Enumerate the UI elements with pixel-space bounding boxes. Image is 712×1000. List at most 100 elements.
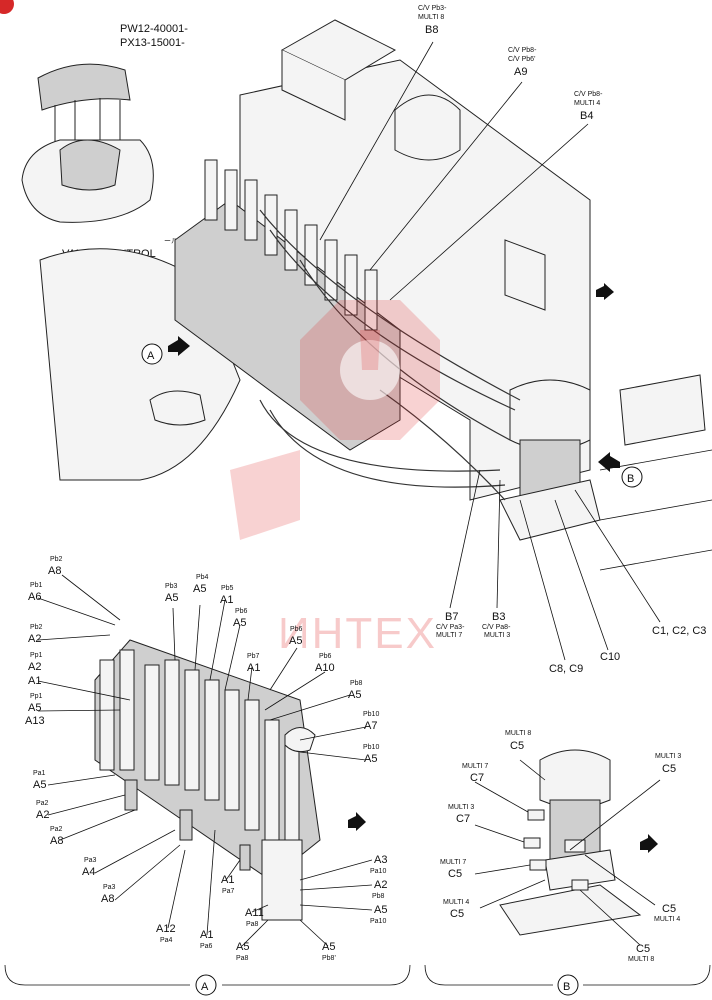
view-a-label-pb2-a8: Pb2 A8 (48, 556, 63, 577)
view-b-marker (621, 466, 643, 488)
page-corner-mark (0, 0, 14, 14)
svg-text:MULTI 8: MULTI 8 (505, 730, 531, 737)
svg-text:A: A (147, 350, 155, 362)
callout-b4: C/V Pb8- MULTI 4 B4 (574, 91, 603, 122)
view-b-label-multi3-c7: MULTI 3 C7 (448, 804, 474, 825)
svg-text:A2: A2 (28, 661, 41, 673)
svg-text:A9: A9 (514, 66, 527, 78)
svg-text:C/V Pb3-: C/V Pb3- (418, 5, 447, 12)
svg-text:C7: C7 (456, 813, 470, 825)
svg-text:A12: A12 (156, 923, 176, 935)
svg-text:Pb8': Pb8' (322, 955, 336, 962)
svg-text:C/V Pb6': C/V Pb6' (508, 56, 535, 63)
view-a-label-pb6-a5-right: Pb6 A5 (289, 626, 303, 647)
view-b-multi-valve-detail (499, 749, 642, 936)
svg-text:C5: C5 (510, 740, 524, 752)
svg-text:C/V Pb8-: C/V Pb8- (508, 47, 537, 54)
callout-c1-c2-c3: C1, C2, C3 (652, 625, 706, 637)
svg-text:A8: A8 (101, 893, 114, 905)
view-a-valve-detail (94, 639, 321, 921)
svg-text:Pb8: Pb8 (372, 893, 385, 900)
svg-text:A5: A5 (374, 904, 387, 916)
svg-text:MULTI 4: MULTI 4 (654, 916, 680, 923)
svg-text:Pp1: Pp1 (30, 693, 43, 700)
callout-b8: C/V Pb3- MULTI 8 B8 (418, 5, 447, 36)
view-a-label-pa3-a4: Pa3 A4 (82, 857, 97, 878)
svg-text:Pb4: Pb4 (196, 574, 209, 581)
svg-text:A2: A2 (36, 809, 49, 821)
serial-line-2: PX13-15001- (120, 37, 185, 49)
view-b-label-multi3-c5: MULTI 3 C5 (655, 753, 681, 775)
view-a-label-pb6-a5: Pb6 A5 (233, 608, 248, 629)
main-leaders (319, 41, 661, 661)
svg-text:A2: A2 (374, 879, 387, 891)
svg-text:Pb6: Pb6 (290, 626, 303, 633)
view-a-label-pb8-a2: A2 Pb8 (372, 879, 387, 900)
svg-text:B: B (627, 473, 634, 485)
svg-text:Pb7: Pb7 (247, 653, 260, 660)
svg-text:Pb2: Pb2 (50, 556, 63, 563)
view-a-label-pa10-a3: A3 Pa10 (370, 854, 387, 875)
svg-text:A5: A5 (233, 617, 246, 629)
svg-text:Pa2: Pa2 (36, 800, 49, 807)
view-b-direction-arrow-icon (640, 834, 658, 853)
svg-text:Pa3: Pa3 (84, 857, 97, 864)
svg-text:A5: A5 (28, 702, 41, 714)
svg-text:A: A (201, 981, 209, 993)
svg-text:C5: C5 (448, 868, 462, 880)
svg-text:Pb3: Pb3 (165, 583, 178, 590)
svg-text:Pa2: Pa2 (50, 826, 63, 833)
view-b-label-multi4-c5-left: MULTI 4 C5 (443, 899, 469, 920)
svg-text:MULTI 7: MULTI 7 (436, 632, 462, 639)
view-a-label-pp1-a5: Pp1 A5 A13 (25, 693, 45, 727)
svg-text:B4: B4 (580, 110, 593, 122)
view-a-label-pb5-a1: Pb5 A1 (220, 585, 234, 606)
view-b-arrow-icon (598, 452, 620, 472)
callout-c10: C10 (600, 651, 620, 663)
svg-text:A1: A1 (220, 594, 233, 606)
svg-text:A5: A5 (364, 753, 377, 765)
view-a-leaders (37, 574, 373, 947)
view-b-label-multi7-c5: MULTI 7 C5 (440, 859, 466, 880)
svg-text:C5: C5 (636, 943, 650, 955)
svg-text:Pa8: Pa8 (236, 955, 249, 962)
view-b-label-multi4-c5-right: C5 MULTI 4 (654, 903, 680, 923)
svg-text:Pb8: Pb8 (350, 680, 363, 687)
view-a-label-pb10-a7: Pb10 A7 (363, 711, 379, 732)
view-a-label-pb6-a10: Pb6 A10 (315, 653, 335, 674)
watermark-text: ИНТЕХ (278, 609, 437, 658)
svg-text:C7: C7 (470, 772, 484, 784)
view-a-arrow-icon (168, 336, 190, 356)
svg-text:C5: C5 (662, 903, 676, 915)
svg-text:Pb6: Pb6 (235, 608, 248, 615)
view-a-label-pa2-a8: Pa2 A8 (50, 826, 63, 847)
view-b-label-multi8-c5-top: MULTI 8 C5 (505, 730, 531, 752)
svg-text:MULTI 3: MULTI 3 (448, 804, 474, 811)
svg-text:A8: A8 (48, 565, 61, 577)
svg-text:A4: A4 (82, 866, 95, 878)
view-a-label-pa7-a1: A1 Pa7 (221, 874, 235, 895)
callout-a9: C/V Pb8- C/V Pb6' A9 (508, 47, 537, 78)
svg-text:B3: B3 (492, 611, 505, 623)
view-a-label-pb3-a5: Pb3 A5 (165, 583, 178, 604)
svg-text:A5: A5 (193, 583, 206, 595)
svg-text:C5: C5 (662, 763, 676, 775)
svg-text:B8: B8 (425, 24, 438, 36)
svg-text:Pb6: Pb6 (319, 653, 332, 660)
view-b-label-multi7-c7: MULTI 7 C7 (462, 763, 488, 784)
svg-text:Pa7: Pa7 (222, 888, 235, 895)
svg-text:Pa8: Pa8 (246, 921, 259, 928)
view-a-label-pb4-a5: Pb4 A5 (193, 574, 209, 595)
svg-text:A5: A5 (348, 689, 361, 701)
svg-text:Pa4: Pa4 (160, 937, 173, 944)
svg-text:C/V Pb8-: C/V Pb8- (574, 91, 603, 98)
view-a-label-pb8p-a5: A5 Pb8' (322, 941, 336, 962)
svg-text:MULTI 4: MULTI 4 (574, 100, 600, 107)
svg-text:A5: A5 (33, 779, 46, 791)
multi-valve-assembly (499, 379, 601, 541)
view-b-leaders (474, 759, 661, 946)
svg-text:A5: A5 (289, 635, 302, 647)
view-a-label-pb2-a2: Pb2 A2 (28, 624, 43, 645)
svg-text:MULTI 7: MULTI 7 (462, 763, 488, 770)
